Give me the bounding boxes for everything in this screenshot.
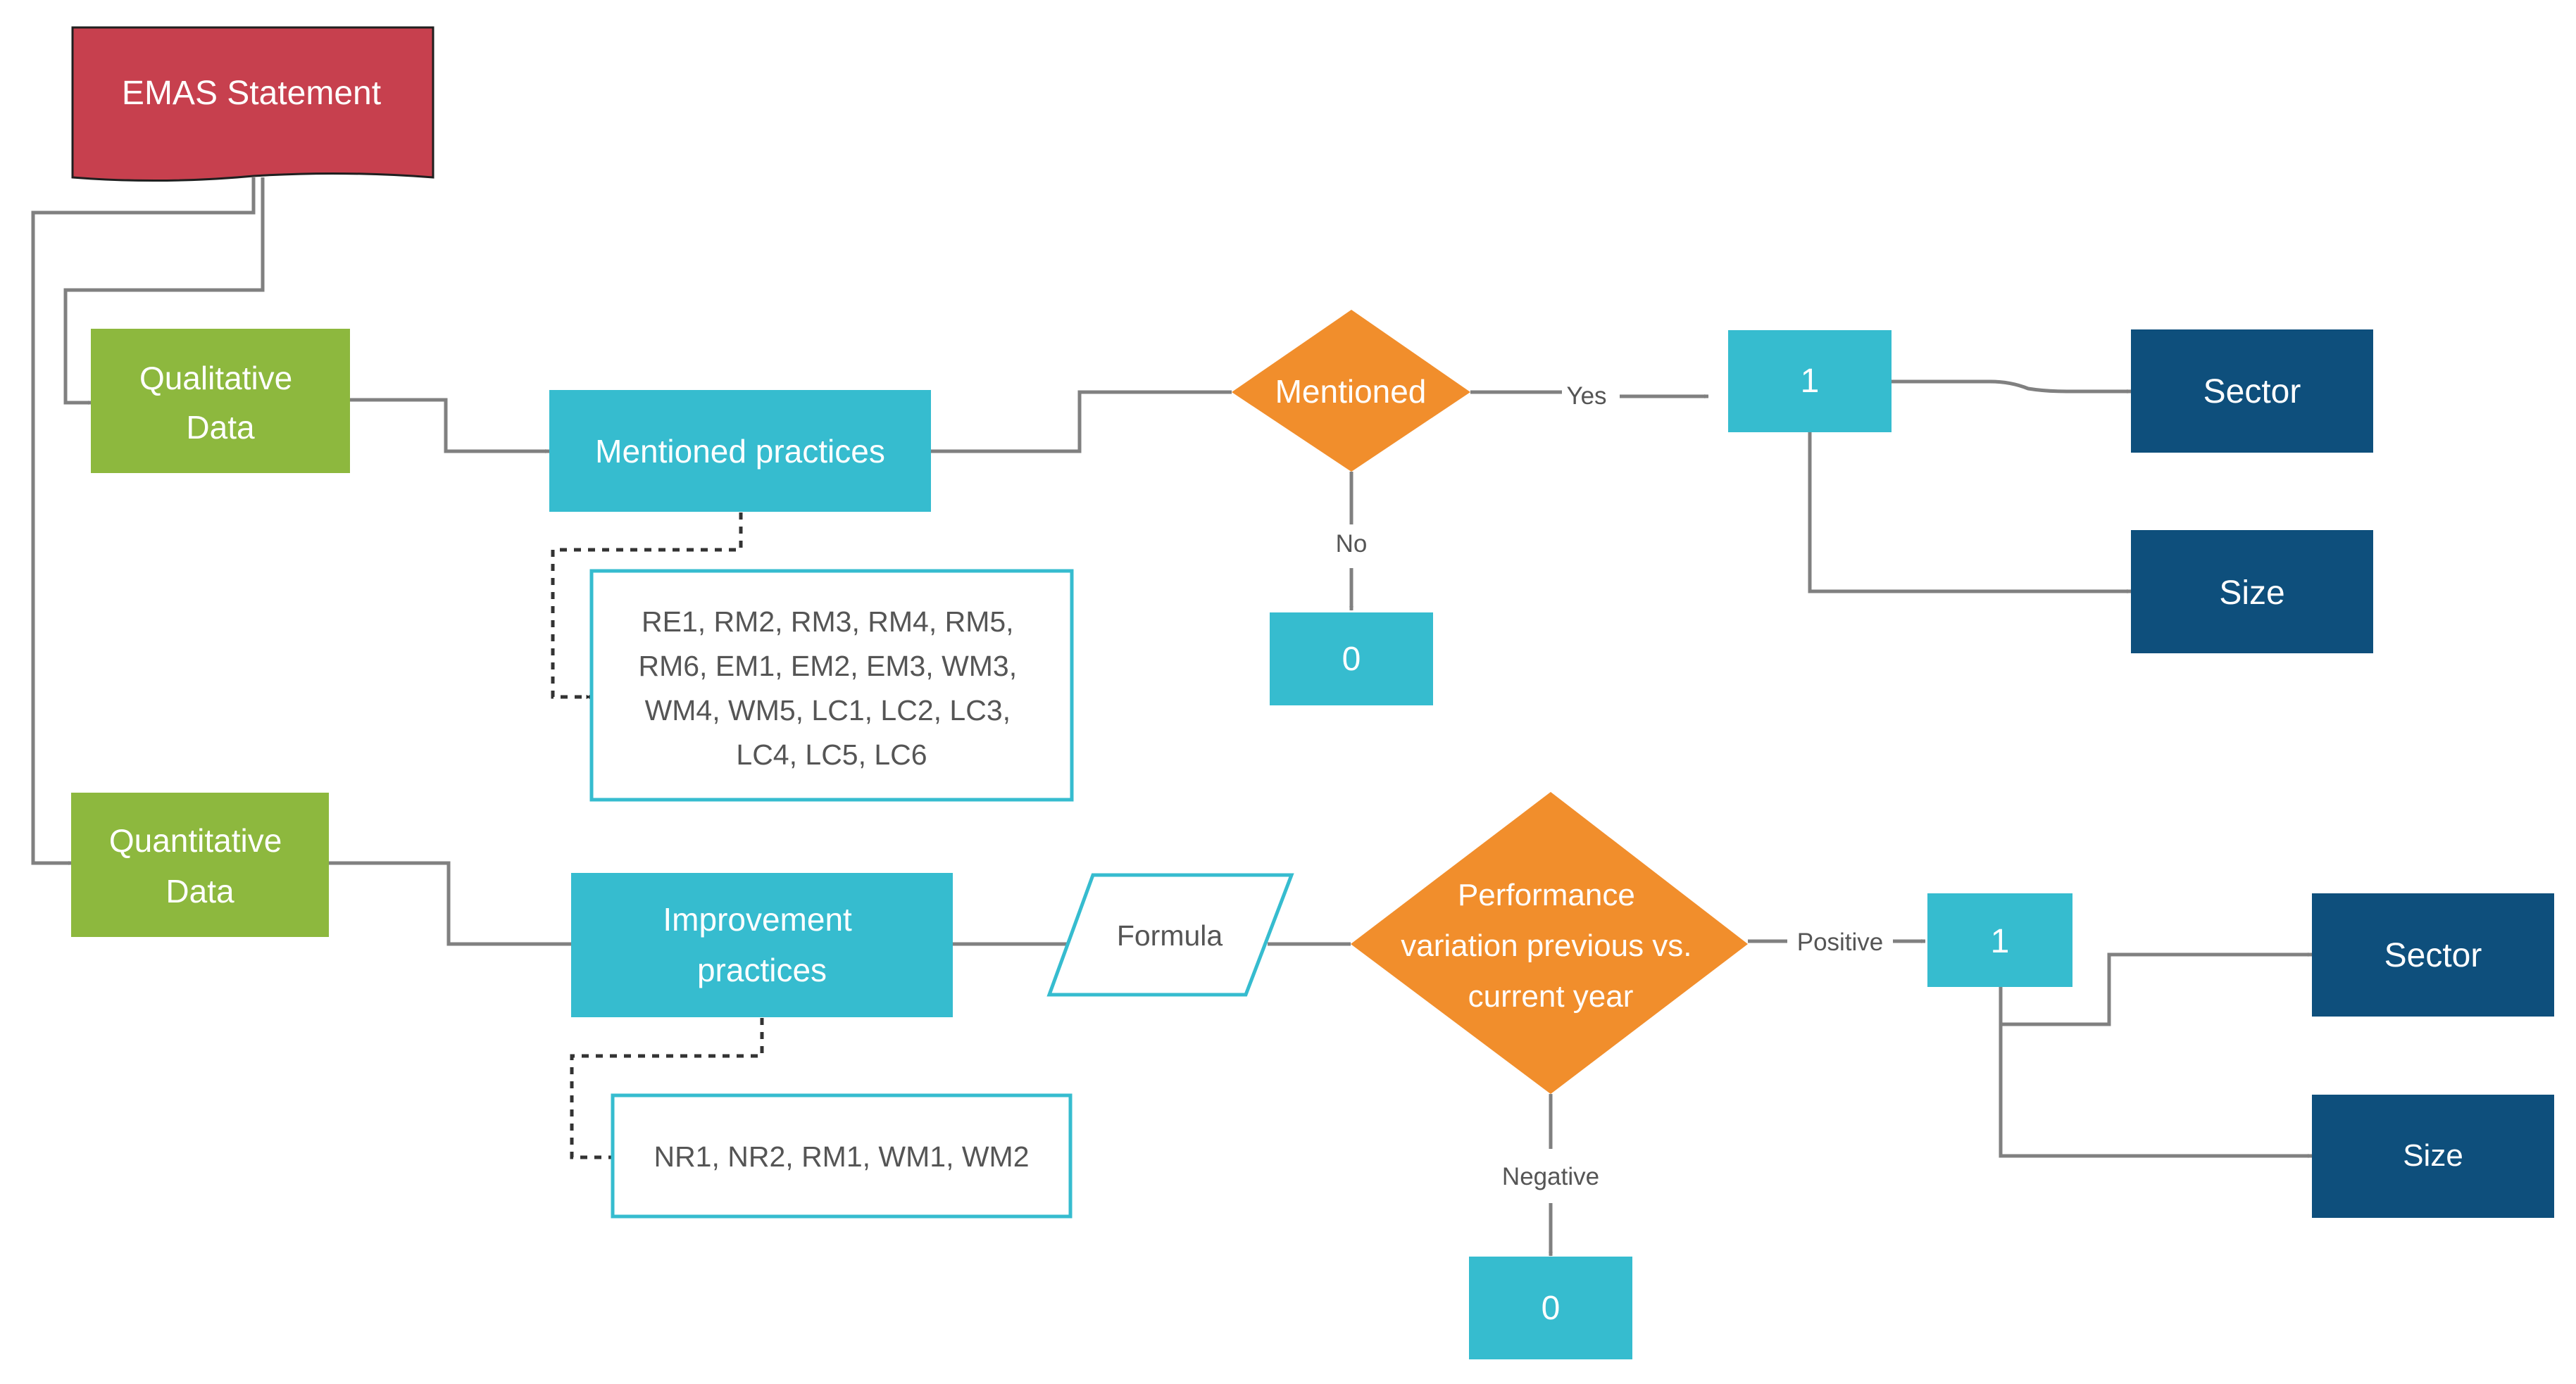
edge-mentioned-practices-to-codes xyxy=(551,512,743,699)
negative-label: Negative xyxy=(1502,1163,1599,1190)
edge-qualitative-to-mentioned-practices xyxy=(350,398,550,453)
formula-label: Formula xyxy=(1117,919,1223,952)
yes-label: Yes xyxy=(1566,382,1606,410)
formula-node[interactable]: Formula xyxy=(1046,873,1294,997)
performance-decision-node[interactable]: Performance variation previous vs. curre… xyxy=(1351,792,1748,1094)
edge-q1-to-sector xyxy=(1892,379,2132,394)
performance-negative-value-label: 0 xyxy=(1542,1290,1561,1327)
edge-q1-to-size xyxy=(1808,432,2132,593)
performance-negative-value-node[interactable]: 0 xyxy=(1469,1257,1632,1359)
edge-quantitative-to-improvement xyxy=(329,861,571,946)
performance-decision-label: Performance variation previous vs. curre… xyxy=(1401,878,1701,1014)
quantitative-data-node[interactable]: Quantitative Data xyxy=(71,793,329,937)
improvement-practices-node[interactable]: Improvement practices xyxy=(571,873,953,1017)
edge-p1-to-size xyxy=(1999,987,2313,1158)
quantitative-sector-label: Sector xyxy=(2384,937,2482,974)
mentioned-decision-label: Mentioned xyxy=(1275,373,1427,410)
quantitative-size-node[interactable]: Size xyxy=(2312,1095,2554,1218)
emas-statement-label: EMAS Statement xyxy=(122,75,381,112)
document-shape xyxy=(71,26,434,182)
edge-emas-to-quantitative xyxy=(31,177,256,865)
qualitative-sector-node[interactable]: Sector xyxy=(2131,329,2373,453)
qualitative-sector-label: Sector xyxy=(2203,373,2301,410)
connectors xyxy=(31,177,2313,1257)
quantitative-sector-node[interactable]: Sector xyxy=(2312,893,2554,1017)
edge-improvement-to-codes xyxy=(570,1018,764,1159)
mentioned-yes-value-node[interactable]: 1 xyxy=(1728,330,1892,432)
qualitative-size-label: Size xyxy=(2219,574,2284,612)
emas-statement-node[interactable]: EMAS Statement xyxy=(71,26,434,182)
quantitative-size-label: Size xyxy=(2403,1138,2463,1173)
mentioned-practices-node[interactable]: Mentioned practices xyxy=(549,390,931,512)
positive-label: Positive xyxy=(1797,929,1884,956)
mentioned-practices-label: Mentioned practices xyxy=(595,433,885,470)
qualitative-codes-box: RE1, RM2, RM3, RM4, RM5, RM6, EM1, EM2, … xyxy=(589,569,1074,802)
quantitative-data-label: Quantitative Data xyxy=(109,822,291,910)
mentioned-decision-node[interactable]: Mentioned xyxy=(1232,310,1470,472)
edge-practices-to-mentioned-decision xyxy=(931,390,1232,453)
improvement-practices-label: Improvement practices xyxy=(663,901,861,988)
performance-positive-value-node[interactable]: 1 xyxy=(1927,893,2072,987)
quantitative-codes-text: NR1, NR2, RM1, WM1, WM2 xyxy=(654,1140,1029,1173)
edge-emas-to-qualitative xyxy=(63,177,265,405)
mentioned-yes-value-label: 1 xyxy=(1801,363,1820,400)
qualitative-codes-text: RE1, RM2, RM3, RM4, RM5, RM6, EM1, EM2, … xyxy=(638,605,1025,771)
mentioned-no-value-node[interactable]: 0 xyxy=(1270,612,1433,705)
qualitative-data-node[interactable]: Qualitative Data xyxy=(91,329,350,473)
no-label: No xyxy=(1336,530,1368,558)
qualitative-size-node[interactable]: Size xyxy=(2131,530,2373,653)
qualitative-data-label: Qualitative Data xyxy=(139,360,301,446)
quantitative-codes-box: NR1, NR2, RM1, WM1, WM2 xyxy=(611,1093,1073,1219)
mentioned-no-value-label: 0 xyxy=(1342,641,1361,678)
performance-positive-value-label: 1 xyxy=(1991,923,2010,960)
